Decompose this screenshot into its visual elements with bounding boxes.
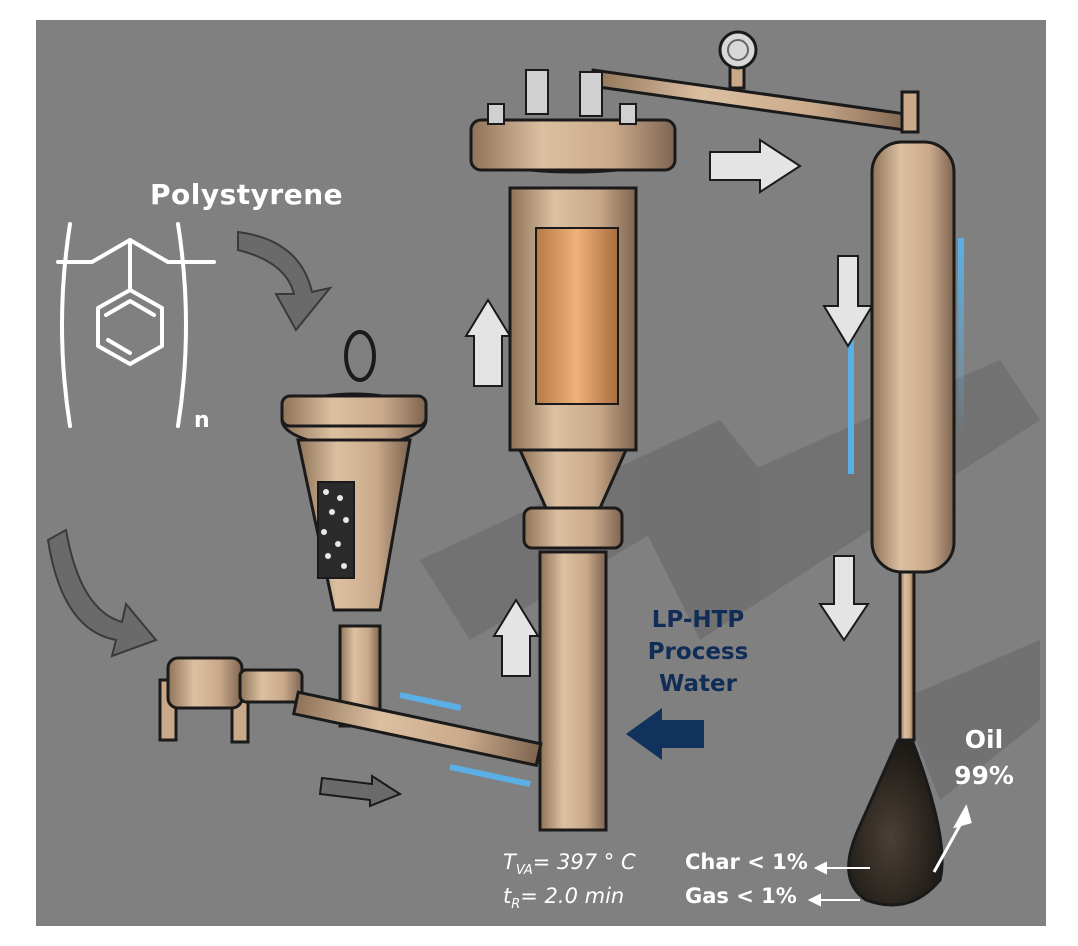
water-label-line2: Process: [647, 639, 749, 665]
water-label-line3: Water: [658, 671, 737, 697]
reactor-icon: [469, 69, 677, 832]
flow-arrow-up: [464, 298, 512, 387]
flow-arrow-up: [492, 598, 540, 677]
temperature-symbol: T: [503, 850, 516, 874]
oil-value: 99%: [954, 761, 1014, 790]
flow-arrow-down: [818, 555, 870, 642]
water-inlet-arrow: [626, 708, 704, 760]
oil-label: Oil 99%: [944, 722, 1024, 794]
residence-time-symbol: t: [503, 884, 512, 908]
temperature-label: TVA= 397 ° C: [503, 850, 636, 878]
motor-pump-icon: [158, 656, 543, 768]
water-label-line1: LP-HTP: [651, 607, 745, 633]
char-gas-arrows: [807, 861, 870, 907]
residence-time-subscript: R: [511, 897, 521, 913]
temperature-subscript: VA: [515, 863, 533, 879]
char-label: Char < 1%: [685, 850, 808, 874]
collection-flask-icon: [847, 738, 944, 907]
feed-arrow: [46, 230, 333, 658]
residence-time-label: tR= 2.0 min: [503, 884, 624, 912]
oil-output-arrow: [932, 804, 972, 873]
polystyrene-structure-icon: [56, 222, 216, 428]
pump-coolant-lines: [399, 692, 531, 787]
top-piping: [589, 56, 920, 134]
condenser-icon: [848, 140, 964, 742]
pressure-gauge-icon: [718, 30, 758, 70]
polymer-subscript: n: [194, 408, 210, 433]
residence-time-value: = 2.0 min: [520, 884, 625, 908]
oil-label-text: Oil: [964, 725, 1004, 754]
feedstock-label: Polystyrene: [150, 178, 344, 211]
water-label: LP-HTP Process Water: [628, 604, 768, 700]
flow-arrows: [318, 138, 874, 808]
gas-label: Gas < 1%: [685, 884, 797, 908]
flow-arrow-right: [318, 774, 403, 808]
temperature-value: = 397 ° C: [532, 850, 636, 874]
flow-arrow-down: [822, 255, 874, 348]
flow-arrow-right: [709, 138, 802, 194]
